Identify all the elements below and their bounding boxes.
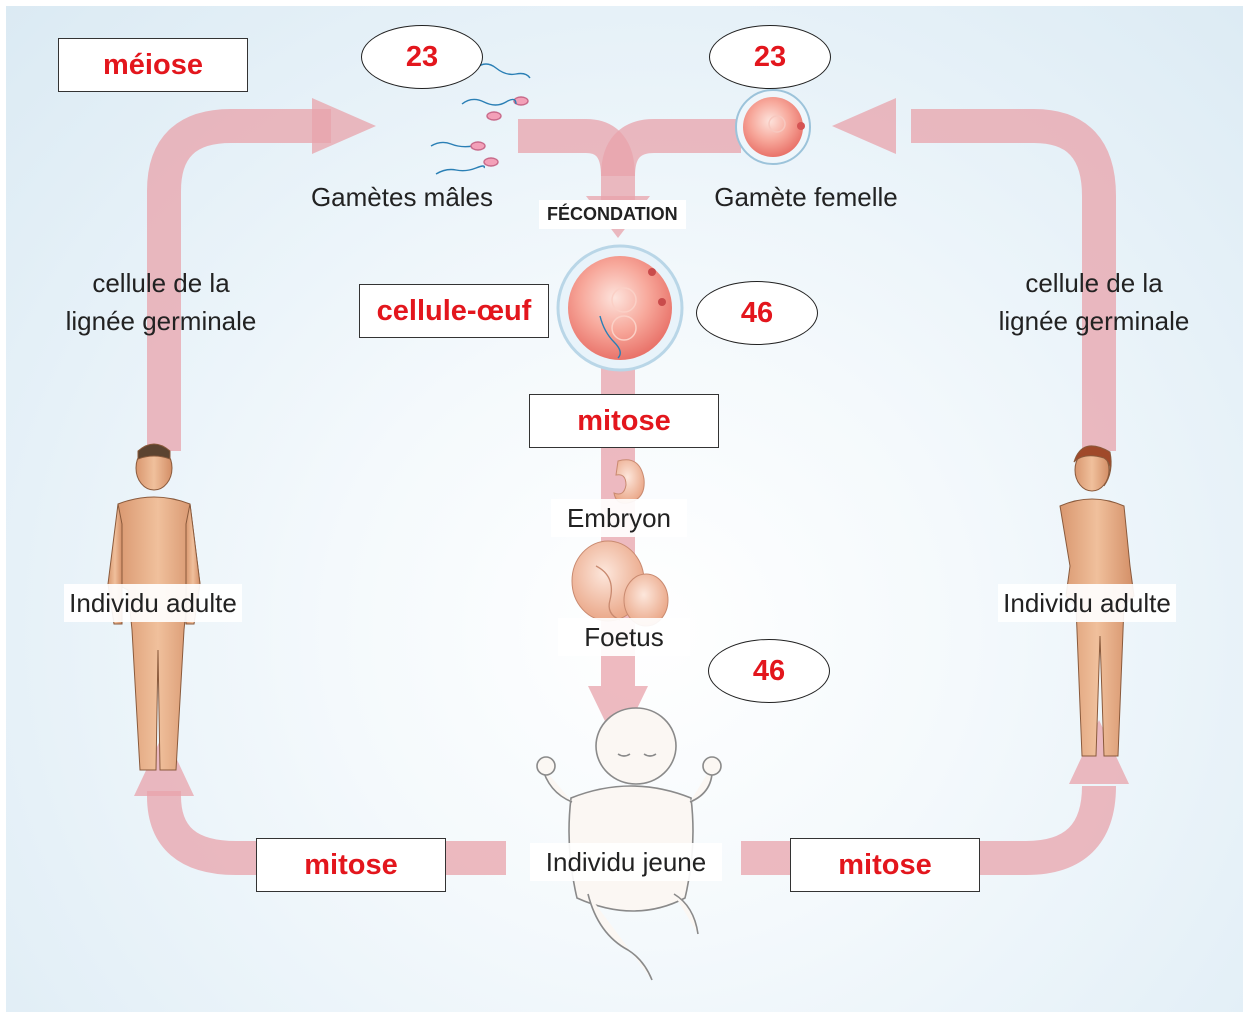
fetus [572,541,668,626]
germline-label-left: cellule de la lignée germinale [46,264,276,340]
meiosis-label: méiose [58,38,248,92]
young-chromosome-count: 46 [708,639,830,703]
female-gamete-label: Gamète femelle [706,178,906,216]
embryo-label: Embryon [551,499,687,537]
mitosis-label-center: mitose [529,394,719,448]
arrowhead-right-top [832,98,896,154]
diagram-stage: méiose 23 23 Gamètes mâles Gamète femell… [6,6,1243,1012]
zygote-chromosome-count: 46 [696,281,818,345]
arrowhead-left-top [312,98,376,154]
young-individual-label: Individu jeune [530,843,722,881]
mitosis-label-right: mitose [790,838,980,892]
oocyte [736,90,810,164]
male-gametes-label: Gamètes mâles [302,178,502,216]
adult-label-left: Individu adulte [64,584,242,622]
fertilization-label: FÉCONDATION [539,200,686,229]
germline-label-right: cellule de la lignée germinale [979,264,1209,340]
zygote-label: cellule-œuf [359,284,549,338]
arrow-center-from-right [618,136,741,176]
male-gamete-chromosome-count: 23 [361,25,483,89]
mitosis-label-left: mitose [256,838,446,892]
zygote [558,246,682,370]
fetus-label: Foetus [558,618,690,656]
female-gamete-chromosome-count: 23 [709,25,831,89]
adult-label-right: Individu adulte [998,584,1176,622]
arrowhead-right-bottom [1069,720,1129,784]
